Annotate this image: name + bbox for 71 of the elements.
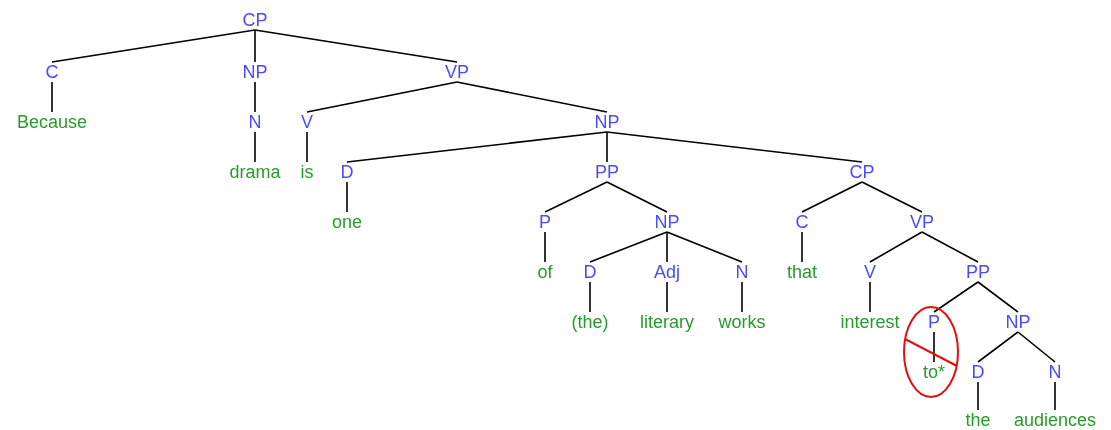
category-label: P [538,212,552,232]
tree-branch [544,181,608,213]
tree-branch [254,81,256,113]
word-label: to* [922,362,946,382]
tree-branch [666,231,743,263]
category-label: N [734,262,750,282]
tree-branch [544,231,546,263]
tree-branch [741,281,743,313]
tree-branch [933,281,979,313]
tree-branch [51,81,53,113]
word-label: the [964,410,992,430]
category-label: N [247,112,263,132]
category-label: D [339,162,355,182]
tree-branch [801,181,863,213]
tree-branch [869,281,871,313]
word-label: literary [639,312,695,332]
word-label: Because [15,112,89,132]
category-label: CP [241,10,269,30]
tree-branch [933,331,935,363]
tree-branch [666,231,668,263]
category-label: C [44,62,60,82]
category-label: PP [965,262,991,282]
tree-branch [306,131,308,163]
category-label: NP [653,212,681,232]
tree-branch [977,331,1019,363]
category-label: Adj [653,262,681,282]
category-label: P [927,312,941,332]
category-label: NP [241,62,269,82]
tree-branch [254,29,458,63]
tree-branch [977,381,979,411]
tree-branch [456,81,608,113]
tree-branch [306,81,458,113]
category-label: VP [909,212,935,232]
tree-branch [666,281,668,313]
tree-branch [254,131,256,163]
tree-branch [801,231,803,263]
tree-branch [606,131,608,163]
category-label: N [1047,362,1063,382]
tree-branch [1054,381,1056,411]
tree-branch [1017,331,1056,363]
word-label: of [536,262,554,282]
tree-branch [589,281,591,313]
tree-branch [51,29,256,63]
category-label: NP [1004,312,1032,332]
category-label: V [863,262,877,282]
tree-branch [921,231,979,263]
category-label: D [582,262,598,282]
word-label: drama [228,162,282,182]
category-label: CP [848,162,876,182]
tree-branch [346,131,608,163]
tree-branch [254,29,256,63]
category-label: D [970,362,986,382]
word-label: (the) [570,312,610,332]
tree-branch [346,181,348,213]
tree-branch [606,181,668,213]
category-label: V [300,112,314,132]
word-label: that [786,262,818,282]
word-label: works [717,312,767,332]
category-label: NP [593,112,621,132]
tree-branch [606,131,863,163]
tree-branch [861,181,923,213]
category-label: PP [594,162,620,182]
category-label: C [794,212,810,232]
tree-branch [589,231,668,263]
tree-branch [977,281,1019,313]
word-label: is [299,162,315,182]
word-label: interest [839,312,901,332]
word-label: one [331,212,363,232]
tree-branch [869,231,923,263]
category-label: VP [444,62,470,82]
word-label: audiences [1012,410,1098,430]
